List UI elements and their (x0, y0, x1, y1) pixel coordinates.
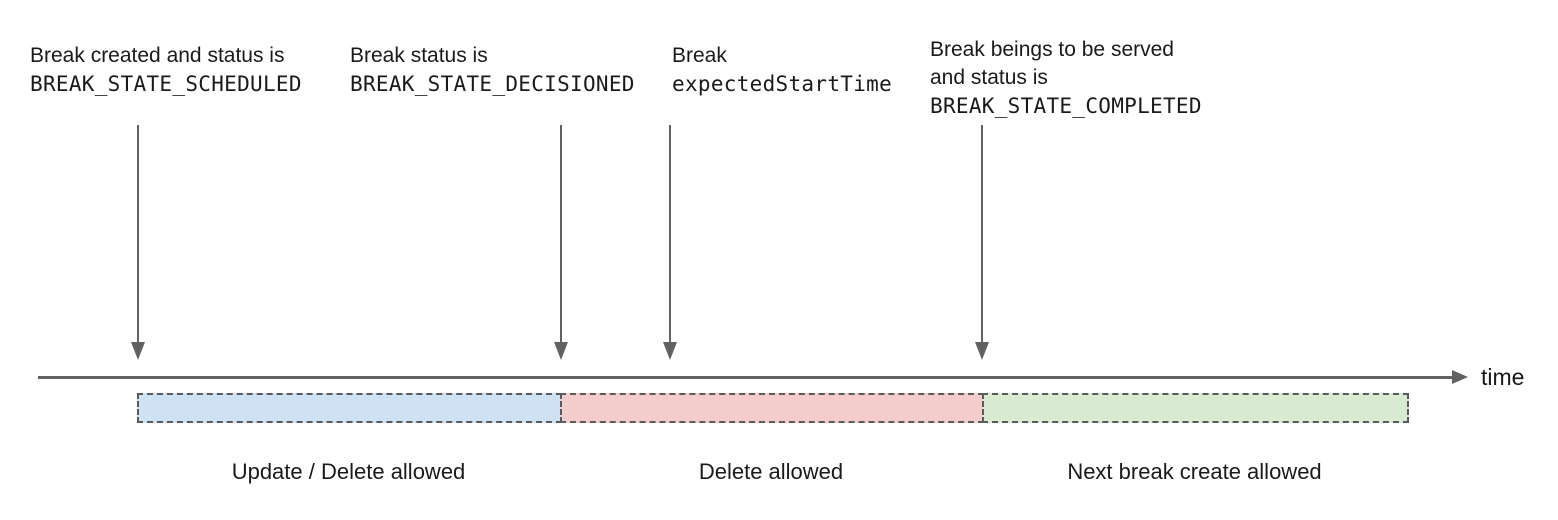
annotation-completed-text-line2: and status is (930, 66, 1048, 89)
down-arrow-icon-expected-start-time (662, 125, 678, 360)
annotation-completed-state-code: BREAK_STATE_COMPLETED (930, 94, 1202, 118)
segment-label-delete-allowed: Delete allowed (698, 459, 844, 484)
arrow-shaft (560, 125, 562, 343)
period-bars (137, 393, 1409, 423)
annotation-scheduled-text: Break created and status is (30, 44, 285, 67)
annotation-decisioned-state-code: BREAK_STATE_DECISIONED (350, 72, 635, 96)
time-axis-label: time (1481, 364, 1525, 390)
annotation-decisioned-text: Break status is (350, 44, 488, 67)
arrow-shaft (137, 125, 139, 343)
annotation-completed-text-line1: Break beings to be served (930, 38, 1174, 61)
segment-update-delete-allowed (137, 393, 562, 423)
arrow-head (554, 342, 568, 360)
annotation-expected-start-time-text: Break (672, 44, 727, 67)
time-axis-arrow-icon (1452, 370, 1468, 384)
annotation-expected-start-time-code: expectedStartTime (672, 72, 893, 96)
down-arrow-icon-scheduled (130, 125, 146, 360)
segment-next-break-create-allowed (982, 393, 1409, 423)
annotation-scheduled: Break created and status is BREAK_STATE_… (30, 42, 302, 98)
arrow-head (663, 342, 677, 360)
annotation-decisioned: Break status is BREAK_STATE_DECISIONED (350, 42, 635, 98)
arrow-shaft (669, 125, 671, 343)
annotation-scheduled-state-code: BREAK_STATE_SCHEDULED (30, 72, 302, 96)
annotation-completed: Break beings to be served and status is … (930, 36, 1202, 120)
segment-label-next-break-create-allowed: Next break create allowed (1067, 459, 1322, 484)
time-axis-line (38, 376, 1453, 379)
segment-delete-allowed (560, 393, 984, 423)
arrow-shaft (981, 125, 983, 343)
segment-label-update-delete-allowed: Update / Delete allowed (231, 459, 466, 484)
down-arrow-icon-completed (974, 125, 990, 360)
arrow-head (131, 342, 145, 360)
annotation-expected-start-time: Break expectedStartTime (672, 42, 892, 98)
arrow-head (975, 342, 989, 360)
down-arrow-icon-decisioned (553, 125, 569, 360)
